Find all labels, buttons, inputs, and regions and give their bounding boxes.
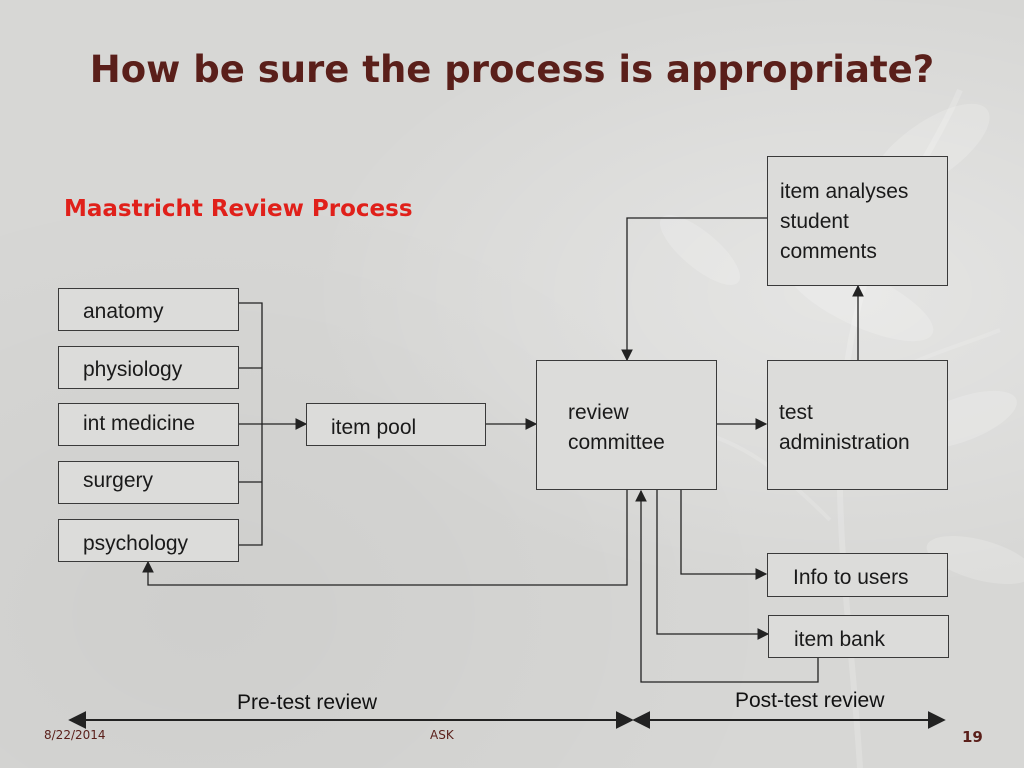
box-item-pool: item pool (306, 403, 486, 446)
box-label: test administration (779, 398, 910, 458)
box-physiology: physiology (58, 346, 239, 389)
box-surgery: surgery (58, 461, 239, 504)
arrow-bank-to-committee (635, 489, 819, 683)
box-label: item bank (794, 628, 886, 651)
box-item-analyses: item analyses student comments (767, 156, 948, 286)
box-label: psychology (83, 532, 189, 555)
box-label-line: review (568, 401, 629, 424)
box-label: review committee (568, 398, 665, 458)
box-label-line: administration (779, 431, 910, 454)
box-int-medicine: int medicine (58, 403, 239, 446)
arrow-analyses-to-committee (621, 217, 768, 362)
diagram-subtitle: Maastricht Review Process (64, 196, 413, 222)
box-item-bank: item bank (768, 615, 949, 658)
box-anatomy: anatomy (58, 288, 239, 331)
page-number: 19 (962, 728, 983, 746)
box-psychology: psychology (58, 519, 239, 562)
box-label-line: item analyses (780, 180, 909, 203)
box-label: Info to users (793, 566, 909, 589)
box-info-to-users: Info to users (767, 553, 948, 597)
box-label: physiology (83, 358, 183, 381)
arrow-committee-to-info (680, 490, 768, 580)
box-label: surgery (83, 469, 154, 492)
arrow-committee-to-sources (142, 490, 628, 586)
footer-date: 8/22/2014 (44, 728, 106, 742)
box-label-line: student (780, 210, 849, 233)
slide-title: How be sure the process is appropriate? (89, 48, 935, 91)
box-label: anatomy (83, 300, 164, 323)
box-label: item analyses student comments (780, 177, 908, 267)
box-review-committee: review committee (536, 360, 717, 490)
box-label: item pool (331, 416, 417, 439)
box-test-administration: test administration (767, 360, 948, 490)
footer-center: ASK (430, 728, 454, 742)
box-label-line: test (779, 401, 813, 424)
box-label: int medicine (83, 412, 196, 435)
arrow-committee-to-bank (656, 490, 770, 640)
box-label-line: comments (780, 240, 877, 263)
pre-test-review-label: Pre-test review (237, 691, 378, 714)
post-test-review-label: Post-test review (735, 689, 885, 712)
box-label-line: committee (568, 431, 665, 454)
